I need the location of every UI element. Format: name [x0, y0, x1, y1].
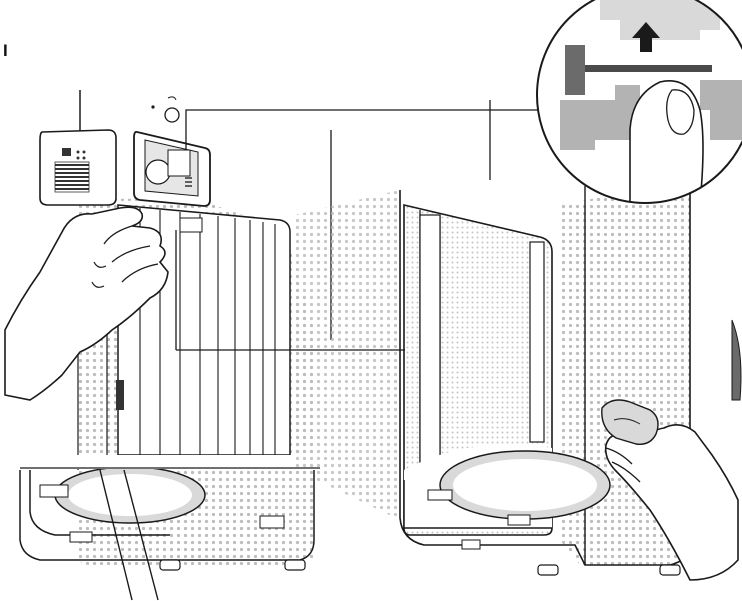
left-stand-lines — [99, 469, 159, 601]
cleaning-cloth — [601, 399, 659, 445]
left-hand — [4, 206, 169, 401]
indicator-ring — [164, 107, 180, 123]
magnified-callout — [536, 0, 742, 204]
corner-mark: I — [3, 41, 8, 60]
right-hand-with-cloth — [601, 399, 739, 581]
removed-sensor-cover — [39, 129, 117, 206]
magnified-finger — [629, 80, 704, 203]
right-purifier — [295, 180, 691, 576]
magnifier-ring — [536, 0, 742, 204]
edge-object — [731, 319, 742, 401]
cover-grille — [54, 161, 90, 193]
fingernail — [666, 89, 695, 135]
up-arrow-icon — [632, 22, 660, 52]
sensor-compartment — [133, 96, 211, 207]
